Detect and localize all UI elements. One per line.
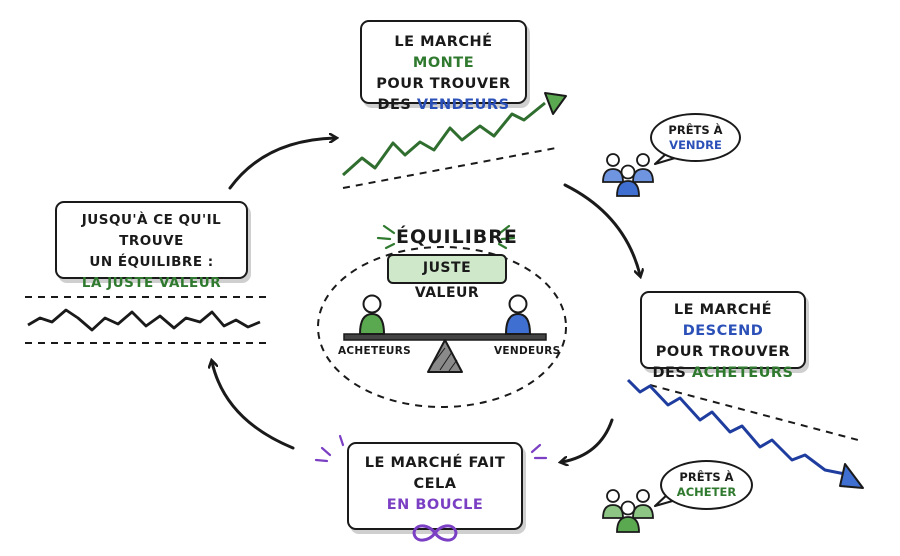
buy-bubble-line2: ACHETER bbox=[676, 485, 737, 499]
cycle-arrow-right bbox=[563, 183, 640, 275]
loop-box: LE MARCHÉ FAIT CELA EN BOUCLE bbox=[347, 442, 523, 542]
loop-box-keyword: EN BOUCLE bbox=[386, 497, 484, 513]
market-falls-box: LE MARCHÉ DESCEND POUR TROUVER DES ACHET… bbox=[640, 291, 806, 381]
sparkle-icon bbox=[376, 224, 516, 250]
top-box-target: VENDEURS bbox=[416, 97, 510, 113]
right-box-keyword: DESCEND bbox=[682, 323, 764, 339]
sideways-range-chart bbox=[25, 296, 267, 344]
buyer-person-icon bbox=[358, 294, 386, 335]
market-rises-box: LE MARCHÉ MONTE POUR TROUVER DES VENDEUR… bbox=[360, 20, 527, 113]
right-box-target: ACHETEURS bbox=[691, 365, 794, 381]
cycle-arrow-left bbox=[212, 362, 295, 450]
rising-trend-chart bbox=[341, 92, 567, 189]
equilibrium-search-box: JUSQU'À CE QU'IL TROUVE UN ÉQUILIBRE : L… bbox=[55, 201, 248, 291]
fair-value-tag: JUSTE VALEUR bbox=[387, 254, 507, 301]
top-box-keyword: MONTE bbox=[412, 55, 475, 71]
ready-to-buy-bubble: PRÊTS À ACHETER bbox=[660, 460, 753, 510]
loop-box-line1: LE MARCHÉ FAIT CELA bbox=[364, 455, 506, 492]
left-box-line2: UN ÉQUILIBRE : bbox=[89, 254, 214, 270]
seller-person-icon bbox=[504, 294, 532, 335]
sell-bubble-line2: VENDRE bbox=[669, 138, 722, 152]
right-box-text-a: LE MARCHÉ bbox=[673, 302, 773, 318]
sparkle-icon bbox=[314, 434, 548, 463]
equilibrium-title: ÉQUILIBRE bbox=[396, 226, 518, 248]
equilibrium-zone bbox=[317, 246, 567, 408]
top-box-text-c: DES bbox=[377, 97, 417, 113]
sellers-group-icon bbox=[602, 153, 654, 197]
left-box-keyword: LA JUSTE VALEUR bbox=[81, 275, 222, 291]
top-box-text-a: LE MARCHÉ bbox=[394, 34, 493, 50]
right-box-line2: POUR TROUVER bbox=[655, 344, 791, 360]
buy-bubble-line1: PRÊTS À bbox=[679, 470, 734, 484]
ready-to-sell-bubble: PRÊTS À VENDRE bbox=[650, 113, 741, 162]
falling-trend-chart bbox=[626, 378, 864, 489]
buyers-group-icon bbox=[602, 489, 654, 533]
sell-bubble-line1: PRÊTS À bbox=[668, 123, 723, 137]
sellers-label: VENDEURS bbox=[494, 345, 561, 357]
right-box-text-c: DES bbox=[652, 365, 692, 381]
buyers-label: ACHETEURS bbox=[338, 345, 412, 357]
left-box-line1: JUSQU'À CE QU'IL TROUVE bbox=[81, 212, 222, 249]
infinity-icon bbox=[412, 524, 458, 542]
top-box-line2: POUR TROUVER bbox=[376, 76, 511, 92]
cycle-arrow-bottom bbox=[562, 418, 614, 462]
cycle-arrow-top bbox=[228, 138, 335, 190]
seesaw-icon bbox=[343, 333, 547, 373]
